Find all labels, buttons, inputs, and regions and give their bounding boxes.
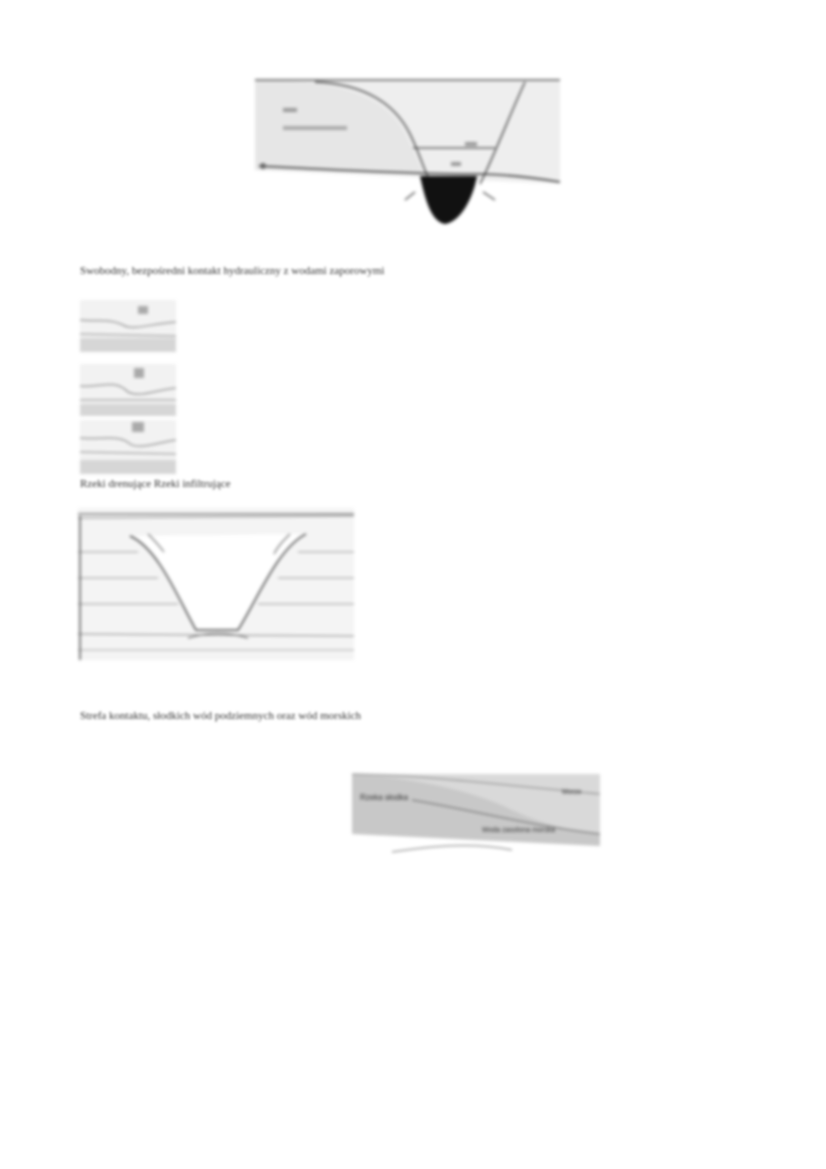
label-fresh-river: Rzeka słodka: [360, 793, 409, 802]
valley-cross-section-figure: [255, 74, 560, 246]
caption-freshwater-seawater-contact: Strefa kontaktu, słodkich wód podziemnyc…: [80, 710, 362, 722]
label-sea: Morze: [562, 789, 582, 796]
river-channel-strata-figure: [78, 508, 354, 660]
thumbnail-diagram-1: [80, 300, 176, 352]
caption-draining-infiltrating: Rzeki drenujące Rzeki infiltrujące: [80, 478, 231, 490]
caption-hydraulic-contact: Swobodny, bezpośredni kontakt hydraulicz…: [80, 265, 385, 277]
saltwater-interface-figure: Rzeka słodka Morze Woda zasolona morska: [352, 770, 600, 862]
label-saline-water: Woda zasolona morska: [482, 827, 555, 834]
thumbnail-diagram-2: [80, 364, 176, 416]
thumbnail-diagram-3: [80, 420, 176, 474]
